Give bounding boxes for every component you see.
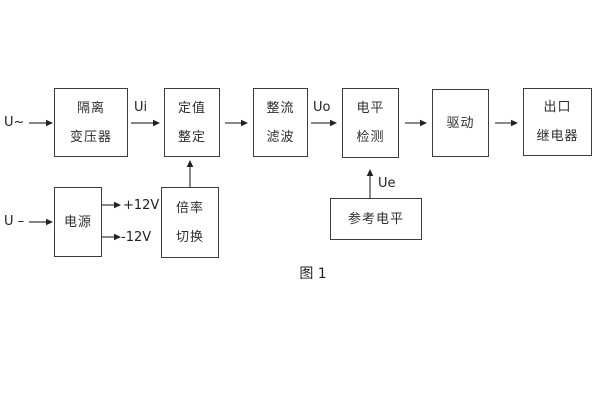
arrow-ui — [131, 119, 160, 127]
block-level-detection: 电平 检测 — [342, 88, 399, 158]
block-label: 变压器 — [69, 129, 112, 145]
block-label: 隔离 — [76, 100, 105, 116]
block-label: 电平 — [356, 101, 385, 116]
block-label: 出口 — [543, 100, 572, 115]
arrow-level-to-drive — [405, 119, 427, 127]
block-ratio-switch: 倍率 切换 — [161, 187, 219, 258]
label-ac-input: U~ — [4, 115, 25, 130]
block-isolation-transformer: 隔离 变压器 — [54, 88, 128, 157]
label-dc-input: U – — [4, 214, 25, 229]
label-ue: Ue — [378, 176, 396, 191]
label-plus-12v: +12V — [123, 198, 160, 213]
block-reference-level: 参考电平 — [330, 198, 422, 240]
label-ui: Ui — [134, 100, 148, 115]
figure-caption: 图 1 — [299, 266, 327, 282]
block-setpoint-setting: 定值 整定 — [164, 88, 220, 157]
block-label: 切换 — [175, 229, 204, 245]
block-label: 检测 — [356, 130, 385, 145]
arrow-plus-12v — [102, 201, 121, 209]
label-uo: Uo — [313, 100, 331, 115]
block-label: 参考电平 — [347, 211, 404, 227]
arrow-dc-input — [29, 218, 53, 226]
arrow-uo — [311, 119, 337, 127]
arrow-drive-to-relay — [495, 119, 518, 127]
block-power-supply: 电源 — [54, 187, 102, 257]
block-rectify-filter: 整流 滤波 — [253, 88, 308, 157]
block-label: 滤波 — [266, 129, 295, 145]
block-drive: 驱动 — [432, 89, 489, 157]
block-output-relay: 出口 继电器 — [523, 88, 592, 156]
block-label: 定值 — [177, 100, 206, 116]
arrow-ratio-to-setpoint — [186, 160, 194, 187]
block-label: 整流 — [266, 100, 295, 116]
block-label: 驱动 — [446, 115, 475, 131]
arrow-ue — [366, 169, 374, 198]
arrow-minus-12v — [102, 233, 121, 241]
arrow-setpoint-to-rectifier — [225, 119, 248, 127]
label-minus-12v: -12V — [121, 230, 152, 245]
block-label: 倍率 — [175, 200, 204, 216]
arrow-ac-input — [29, 119, 53, 127]
block-label: 电源 — [63, 214, 92, 230]
block-label: 继电器 — [536, 129, 579, 144]
block-label: 整定 — [177, 129, 206, 145]
